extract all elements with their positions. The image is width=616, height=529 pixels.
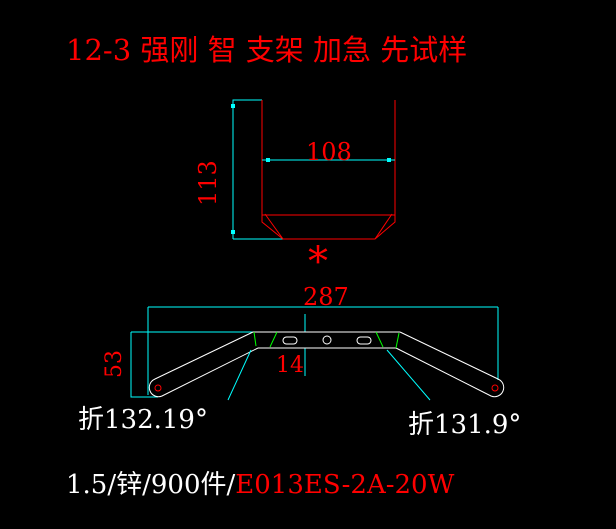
dim-113: 113 — [194, 160, 222, 206]
dim-113-line — [232, 99, 262, 239]
dim-287: 287 — [303, 283, 349, 311]
drawing-title: 12-3 强刚 智 支架 加急 先试样 — [66, 33, 468, 67]
spec-prefix: 1.5/锌/900件/ — [66, 470, 236, 500]
dim-108: 108 — [306, 138, 352, 166]
leader-left — [227, 349, 252, 401]
bend-angle-left: 折132.19° — [78, 405, 208, 435]
dim-53-line — [130, 332, 158, 398]
top-view — [231, 99, 396, 240]
part-code: E013ES-2A-20W — [235, 470, 455, 500]
top-profile — [261, 100, 396, 240]
marker-asterisk: * — [308, 239, 328, 285]
front-view — [130, 306, 505, 401]
bend-angle-right: 折131.9° — [408, 410, 522, 440]
dim-53: 53 — [102, 350, 127, 378]
leader-right — [386, 349, 431, 401]
dim-14: 14 — [276, 353, 304, 378]
spec-line: 1.5/锌/900件/E013ES-2A-20W — [66, 472, 454, 498]
